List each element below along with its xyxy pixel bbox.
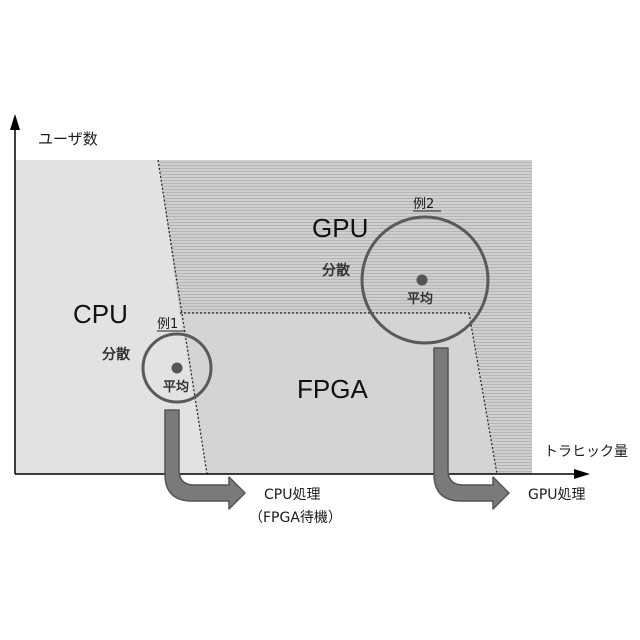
y-axis-arrowhead [10, 114, 20, 130]
cpu-processing-label: CPU処理 [264, 487, 320, 503]
example1-label: 例1 [157, 317, 178, 332]
example1-mean-label: 平均 [163, 379, 189, 395]
example2-mean-label: 平均 [407, 291, 433, 307]
y-axis-label: ユーザ数 [38, 130, 98, 148]
x-axis-label: トラヒック量 [544, 444, 628, 460]
example1-spread-label: 分散 [102, 346, 131, 363]
fpga-standby-label: （FPGA待機） [249, 510, 342, 526]
example2-label: 例2 [413, 197, 434, 212]
gpu-processing-label: GPU処理 [528, 487, 586, 503]
gpu-region-label: GPU [312, 213, 368, 243]
cpu-region-label: CPU [73, 299, 128, 329]
example2-mean-dot [417, 275, 428, 286]
example2-spread-label: 分散 [322, 262, 351, 279]
fpga-region-label: FPGA [297, 374, 368, 404]
example1-mean-dot [172, 363, 183, 374]
x-axis-arrowhead [574, 469, 590, 479]
